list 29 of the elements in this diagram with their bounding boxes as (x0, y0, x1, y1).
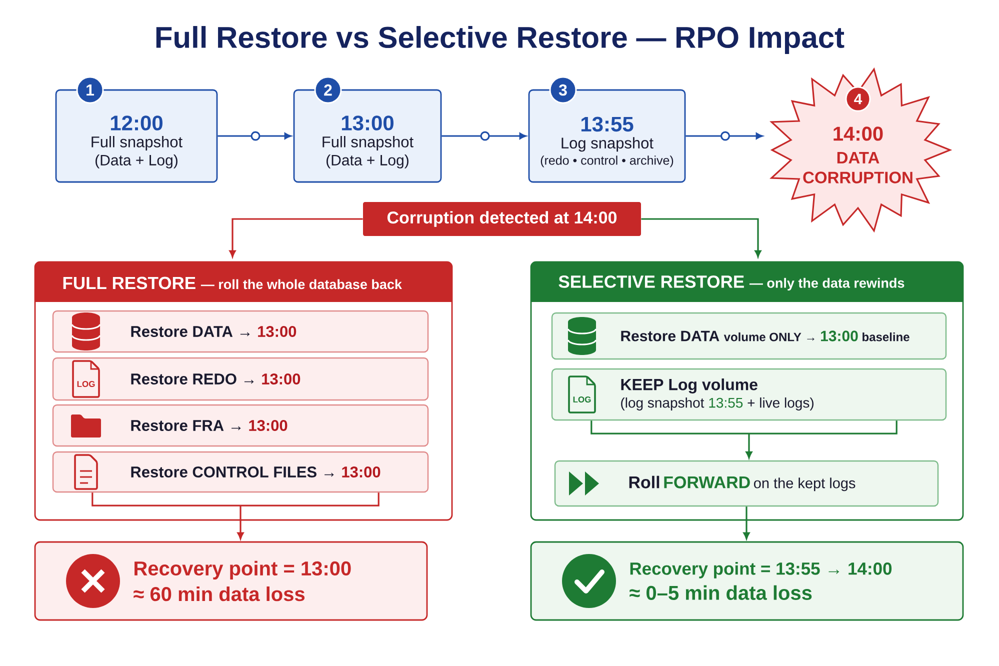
node-label: Restore DATA (621, 330, 720, 342)
node-label: (log snapshot (621, 397, 704, 411)
alert-banner: Corruption detected at 14:00 (363, 202, 641, 236)
result-box: Recovery point = 13:00 ≈ 60 min data loss (34, 541, 428, 621)
result-box: Recovery point = 13:55 → 14:00 ≈ 0–5 min data loss (530, 541, 964, 621)
node-label: 13:55 (709, 398, 743, 408)
arrow (686, 131, 763, 141)
arrow (92, 492, 380, 540)
arrow (743, 506, 750, 540)
arrow (641, 218, 762, 258)
node-label: baseline (862, 332, 910, 342)
step-number-badge: 4 (845, 86, 871, 112)
node-label: volume ONLY → (724, 332, 814, 342)
step-number-badge: 3 (549, 76, 577, 104)
node-label: 13:00 (821, 330, 858, 342)
title: Full Restore vs Selective Restore — RPO Impact (156, 26, 844, 54)
step-box: Roll FORWARD on the kept logs (554, 460, 939, 507)
node-label: + live logs) (748, 397, 814, 411)
step-number-badge: 1 (76, 76, 104, 104)
arrow (590, 420, 898, 458)
arrow (218, 131, 292, 141)
step-box: Restore DATA → 13:00 (52, 310, 429, 353)
step-number-badge: 2 (314, 76, 342, 104)
arrow (229, 218, 363, 258)
step-box: Restore DATA volume ONLY → 13:00 baseline (551, 312, 947, 360)
node-label: KEEP Log volume (621, 378, 758, 394)
arrow (442, 131, 526, 141)
step-box: Restore FRA → 13:00 (52, 404, 429, 447)
step-box: Restore CONTROL FILES → 13:00 (52, 451, 429, 493)
